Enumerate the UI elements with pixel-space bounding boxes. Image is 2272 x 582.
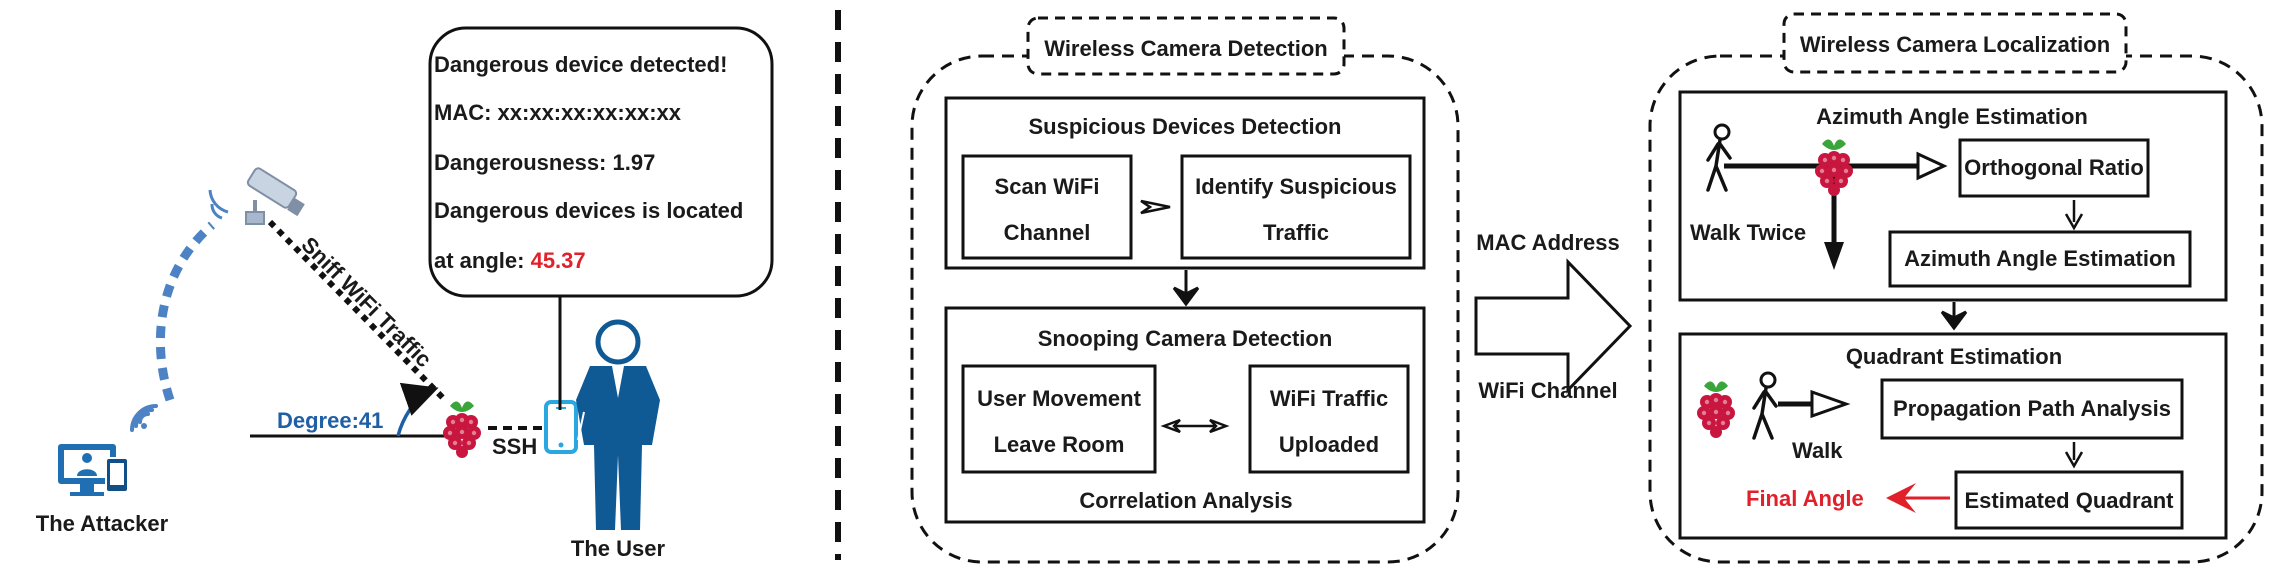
azimuth-box [1678,90,2228,302]
alert-bubble: Dangerous device detected! MAC: xx:xx:xx… [428,26,774,410]
raspberry-pi-icon-2 [1697,381,1735,438]
scan-wifi-box [961,154,1133,260]
degree-arc [396,382,439,437]
wifi-traffic-line2: Uploaded [1279,432,1379,457]
arrow-right-icon [1140,199,1171,215]
correlation-analysis-label: Correlation Analysis [1079,488,1292,513]
identify-suspicious-line2: Traffic [1263,220,1329,245]
alert-line-mac: MAC: xx:xx:xx:xx:xx:xx [434,100,682,125]
alert-line-location: Dangerous devices is located [434,198,743,223]
snooping-detection-title: Snooping Camera Detection [1038,326,1333,351]
sniff-traffic-label: Sniff WiFi Traffic [296,232,436,372]
azimuth-estimation-label: Azimuth Angle Estimation [1904,246,2176,271]
scene-panel: The Attacker Sniff WiFi Traffic Degree:4… [36,26,774,561]
arrow-east-icon [1916,151,1948,181]
scan-wifi-line2: Channel [1004,220,1091,245]
arrow-down-icon [1172,270,1200,307]
attack-link-arc [155,221,215,402]
user-movement-box [961,364,1157,474]
arrow-down-icon-2 [1940,302,1968,331]
arrow-down-small-icon [2064,200,2084,231]
detection-title: Wireless Camera Detection [1044,36,1327,61]
orthogonal-ratio-box [1958,138,2150,198]
raspberry-pi-sniffer-icon [443,401,481,458]
transfer-bottom-label: WiFi Channel [1478,378,1617,403]
walk-twice-label: Walk Twice [1690,220,1806,245]
estimated-quadrant-label: Estimated Quadrant [1964,488,2174,513]
walker-icon [1706,123,1732,192]
suspicious-detection-title: Suspicious Devices Detection [1029,114,1342,139]
orthogonal-ratio-label: Orthogonal Ratio [1964,155,2144,180]
alert-line-angle: at angle: 45.37 [434,248,586,273]
localization-title: Wireless Camera Localization [1800,32,2110,57]
alert-line-detected: Dangerous device detected! [434,52,727,77]
azimuth-title: Azimuth Angle Estimation [1816,104,2088,129]
walk-label: Walk [1792,438,1843,463]
wifi-traffic-line1: WiFi Traffic [1270,386,1388,411]
transfer-top-label: MAC Address [1476,230,1619,255]
wifi-signal-icon [130,404,158,432]
estimated-quadrant-box [1954,470,2184,530]
transfer-arrow: MAC Address WiFi Channel [1474,230,1633,403]
user-movement-line1: User Movement [977,386,1142,411]
alert-line-dangerousness: Dangerousness: 1.97 [434,150,655,175]
walker-icon-2 [1752,371,1778,440]
localization-panel: Wireless Camera Localization Azimuth Ang… [1648,12,2264,564]
arrow-east-icon-2 [1810,389,1851,419]
propagation-path-box [1880,378,2184,440]
quadrant-box [1678,332,2228,540]
degree-label: Degree:41 [277,408,383,433]
raspberry-pi-icon [1815,139,1853,196]
user-label: The User [571,536,666,561]
arrow-down-small-icon-2 [2064,442,2084,469]
alert-angle-value: 45.37 [531,248,586,273]
identify-suspicious-box [1180,154,1412,260]
camera-icon [208,167,305,225]
alert-angle-prefix: at angle: [434,248,531,273]
snooping-detection-box [944,306,1426,524]
user-movement-line2: Leave Room [994,432,1125,457]
identify-suspicious-line1: Identify Suspicious [1195,174,1397,199]
arrow-south-icon [1824,242,1844,270]
user-figure-icon [576,319,660,530]
azimuth-estimation-box [1888,230,2192,288]
suspicious-detection-box [944,96,1426,270]
sniff-traffic-line [267,219,448,403]
wifi-traffic-box [1248,364,1410,474]
final-angle-label: Final Angle [1746,486,1864,511]
detection-panel: Wireless Camera Detection Suspicious Dev… [910,16,1460,564]
quadrant-title: Quadrant Estimation [1846,344,2062,369]
propagation-path-label: Propagation Path Analysis [1893,396,2171,421]
attacker-monitor-icon [58,444,129,496]
bidirectional-arrow-icon [1160,418,1230,434]
attacker-label: The Attacker [36,511,169,536]
ssh-label: SSH [492,434,537,459]
scan-wifi-line1: Scan WiFi [995,174,1100,199]
